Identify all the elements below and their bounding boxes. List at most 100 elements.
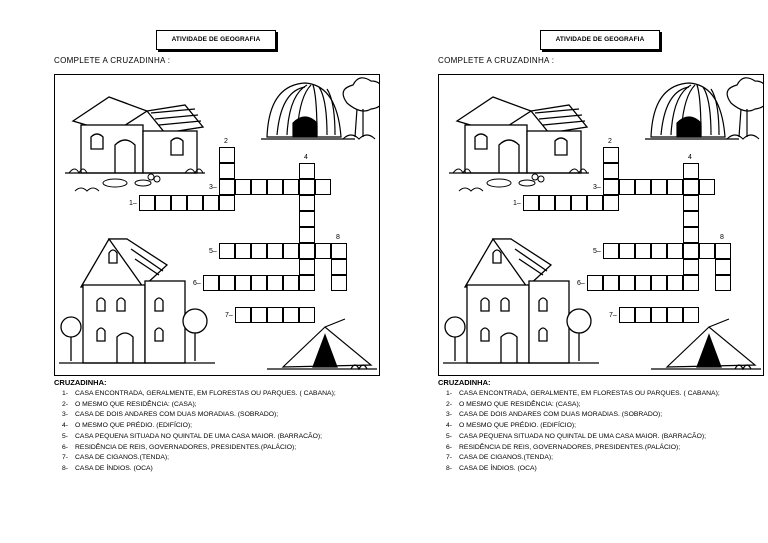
crossword-cell[interactable] bbox=[683, 179, 699, 195]
crossword-cell[interactable] bbox=[219, 163, 235, 179]
crossword-cell[interactable] bbox=[155, 195, 171, 211]
crossword-cell[interactable] bbox=[587, 275, 603, 291]
crossword-cell[interactable] bbox=[667, 243, 683, 259]
crossword-cell[interactable] bbox=[619, 243, 635, 259]
crossword-cell[interactable] bbox=[715, 243, 731, 259]
crossword-cell[interactable] bbox=[235, 307, 251, 323]
crossword-cell[interactable] bbox=[315, 243, 331, 259]
clue-item: 2-O MESMO QUE RESIDÊNCIA: (CASA); bbox=[62, 400, 197, 408]
crossword-cell[interactable] bbox=[683, 163, 699, 179]
crossword-cell[interactable] bbox=[251, 243, 267, 259]
bush-icon bbox=[68, 168, 204, 192]
crossword-cell[interactable] bbox=[299, 211, 315, 227]
crossword-cell[interactable] bbox=[299, 275, 315, 291]
crossword-cell[interactable] bbox=[299, 243, 315, 259]
crossword-cell[interactable] bbox=[187, 195, 203, 211]
crossword-cell[interactable] bbox=[251, 307, 267, 323]
crossword-cell[interactable] bbox=[683, 211, 699, 227]
crossword-cell[interactable] bbox=[667, 179, 683, 195]
crossword-cell[interactable] bbox=[539, 195, 555, 211]
crossword-cell[interactable] bbox=[299, 179, 315, 195]
crossword-cell[interactable] bbox=[251, 179, 267, 195]
crossword-cell[interactable] bbox=[251, 275, 267, 291]
clue-number-label: 4 bbox=[304, 154, 308, 161]
crossword-cell[interactable] bbox=[203, 195, 219, 211]
house-icon bbox=[449, 96, 589, 174]
crossword-cell[interactable] bbox=[603, 195, 619, 211]
crossword-cell[interactable] bbox=[283, 307, 299, 323]
clue-number-label: 5– bbox=[209, 248, 217, 255]
crossword-cell[interactable] bbox=[283, 275, 299, 291]
crossword-cell[interactable] bbox=[619, 179, 635, 195]
townhouse-icon bbox=[443, 238, 599, 364]
crossword-cell[interactable] bbox=[315, 179, 331, 195]
clues-title: CRUZADINHA: bbox=[438, 378, 491, 387]
crossword-cell[interactable] bbox=[683, 227, 699, 243]
crossword-cell[interactable] bbox=[603, 179, 619, 195]
crossword-cell[interactable] bbox=[267, 275, 283, 291]
clue-item: 3-CASA DE DOIS ANDARES COM DUAS MORADIAS… bbox=[446, 411, 663, 419]
crossword-cell[interactable] bbox=[619, 275, 635, 291]
crossword-cell[interactable] bbox=[219, 147, 235, 163]
crossword-cell[interactable] bbox=[651, 179, 667, 195]
crossword-cell[interactable] bbox=[635, 179, 651, 195]
crossword-cell[interactable] bbox=[331, 275, 347, 291]
crossword-cell[interactable] bbox=[587, 195, 603, 211]
crossword-cell[interactable] bbox=[667, 307, 683, 323]
crossword-cell[interactable] bbox=[299, 195, 315, 211]
crossword-cell[interactable] bbox=[683, 195, 699, 211]
crossword-cell[interactable] bbox=[603, 243, 619, 259]
crossword-cell[interactable] bbox=[699, 243, 715, 259]
crossword-cell[interactable] bbox=[715, 275, 731, 291]
crossword-cell[interactable] bbox=[299, 307, 315, 323]
crossword-cell[interactable] bbox=[651, 307, 667, 323]
crossword-cell[interactable] bbox=[171, 195, 187, 211]
instruction-text: COMPLETE A CRUZADINHA : bbox=[438, 56, 555, 65]
crossword-cell[interactable] bbox=[651, 243, 667, 259]
crossword-cell[interactable] bbox=[635, 307, 651, 323]
crossword-cell[interactable] bbox=[283, 179, 299, 195]
crossword-cell[interactable] bbox=[523, 195, 539, 211]
crossword-cell[interactable] bbox=[699, 179, 715, 195]
crossword-cell[interactable] bbox=[635, 243, 651, 259]
clue-item: 7-CASA DE CIGANOS.(TENDA); bbox=[446, 454, 554, 462]
crossword-cell[interactable] bbox=[299, 259, 315, 275]
crossword-cell[interactable] bbox=[683, 259, 699, 275]
clue-item: 2-O MESMO QUE RESIDÊNCIA: (CASA); bbox=[446, 400, 581, 408]
crossword-cell[interactable] bbox=[571, 195, 587, 211]
tree-icon bbox=[342, 77, 379, 140]
crossword-cell[interactable] bbox=[683, 307, 699, 323]
crossword-cell[interactable] bbox=[683, 243, 699, 259]
crossword-cell[interactable] bbox=[235, 179, 251, 195]
crossword-cell[interactable] bbox=[331, 259, 347, 275]
crossword-cell[interactable] bbox=[619, 307, 635, 323]
crossword-cell[interactable] bbox=[283, 243, 299, 259]
crossword-cell[interactable] bbox=[203, 275, 219, 291]
crossword-cell[interactable] bbox=[267, 179, 283, 195]
crossword-cell[interactable] bbox=[667, 275, 683, 291]
crossword-cell[interactable] bbox=[219, 275, 235, 291]
crossword-cell[interactable] bbox=[555, 195, 571, 211]
crossword-cell[interactable] bbox=[331, 243, 347, 259]
crossword-cell[interactable] bbox=[603, 275, 619, 291]
crossword-cell[interactable] bbox=[235, 275, 251, 291]
crossword-cell[interactable] bbox=[267, 307, 283, 323]
crossword-cell[interactable] bbox=[635, 275, 651, 291]
crossword-cell[interactable] bbox=[603, 163, 619, 179]
crossword-cell[interactable] bbox=[683, 275, 699, 291]
crossword-cell[interactable] bbox=[219, 195, 235, 211]
crossword-cell[interactable] bbox=[219, 179, 235, 195]
instruction-text: COMPLETE A CRUZADINHA : bbox=[54, 56, 171, 65]
clue-item: 6-RESIDÊNCIA DE REIS, GOVERNADORES, PRES… bbox=[62, 443, 297, 451]
crossword-cell[interactable] bbox=[299, 227, 315, 243]
crossword-cell[interactable] bbox=[267, 243, 283, 259]
crossword-cell[interactable] bbox=[299, 163, 315, 179]
crossword-cell[interactable] bbox=[235, 243, 251, 259]
crossword-cell[interactable] bbox=[219, 243, 235, 259]
crossword-cell[interactable] bbox=[139, 195, 155, 211]
crossword-cell[interactable] bbox=[603, 147, 619, 163]
crossword-cell[interactable] bbox=[651, 275, 667, 291]
crossword-cell[interactable] bbox=[715, 259, 731, 275]
clue-number-label: 7– bbox=[609, 312, 617, 319]
